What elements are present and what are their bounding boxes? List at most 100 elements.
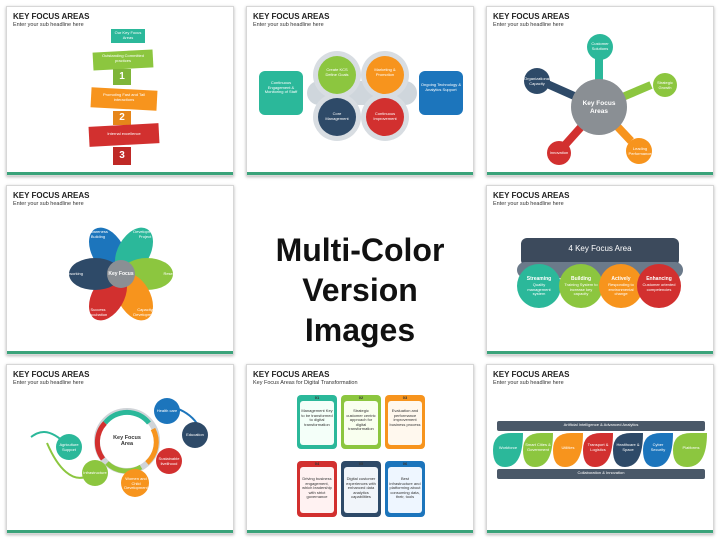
slide-title: KEY FOCUS AREAS — [13, 370, 90, 379]
cycle-diagram — [30, 398, 208, 497]
slide-thumbnail-1[interactable]: KEY FOCUS AREAS Enter your sub headline … — [6, 6, 234, 176]
card-text-5: Digital customer experiences with enhanc… — [346, 476, 376, 500]
quad-label-3: Core Management — [325, 111, 349, 121]
card-text-4: Driving business engagement, which leade… — [302, 476, 332, 500]
card-num-6: 06 — [402, 461, 408, 466]
right-box-label: Ongoing Technology & Analytics Support — [420, 82, 462, 92]
slide-subtitle: Enter your sub headline here — [253, 22, 324, 28]
petal-label-2: Development Project — [133, 229, 157, 239]
center-circle — [107, 260, 135, 288]
leaf-2 — [523, 433, 553, 467]
top-bar-label: Artificial Intelligence & Advanced Analy… — [563, 422, 639, 427]
node-3 — [156, 448, 182, 474]
slide-thumbnail-6[interactable]: KEY FOCUS AREAS Enter your sub headline … — [486, 185, 714, 355]
focus-desc-3: Responding to environmental change — [608, 282, 634, 297]
center-label: Key Focus Area — [113, 435, 141, 447]
slide-subtitle: Enter your sub headline here — [493, 201, 564, 207]
quad-circle-3 — [318, 98, 356, 136]
quad-circle-4 — [366, 98, 404, 136]
card-text-1: Management Key to be transformed to digi… — [301, 408, 333, 427]
leaf-label-7: Platforms — [682, 445, 700, 450]
step-label-3: Internal excellence — [107, 131, 141, 136]
number-3: 3 — [119, 150, 125, 161]
card-text-2: Strategic customer centric approach for … — [346, 408, 376, 432]
node-3 — [626, 138, 652, 164]
top-bar — [497, 421, 705, 431]
node-5 — [524, 68, 550, 94]
slide-subtitle: Key Focus Areas for Digital Transformati… — [253, 380, 358, 386]
card-text-3: Evaluation and performance improvement b… — [389, 408, 421, 427]
right-box — [419, 71, 463, 115]
leaf-3 — [553, 433, 583, 467]
petal-label-6: Networking — [62, 271, 83, 276]
node-6 — [56, 434, 82, 460]
center-circle — [571, 79, 627, 135]
quad-label-4: Continuous Improvement — [373, 111, 397, 121]
leaf-4 — [583, 433, 613, 467]
leaf-label-4: Transport & Logistics — [587, 442, 609, 452]
slide-thumbnail-4[interactable]: KEY FOCUS AREAS Enter your sub headline … — [6, 185, 234, 355]
slide-thumbnail-7[interactable]: KEY FOCUS AREAS Enter your sub headline … — [6, 364, 234, 534]
petal-label-3: Research — [163, 271, 181, 276]
four-focus-diagram — [517, 238, 683, 308]
slide-thumbnail-9[interactable]: KEY FOCUS AREAS Enter your sub headline … — [486, 364, 714, 534]
step-box-3 — [88, 123, 160, 147]
hub-arrows-diagram — [524, 34, 677, 165]
number-box-2 — [113, 111, 131, 125]
focus-desc-2: Training System to increase key capacity — [564, 282, 598, 297]
petal-label-5: Success Incubation — [88, 307, 108, 317]
leaf-label-3: Utilities — [561, 445, 575, 450]
petal-label-4: Capacity Development — [133, 307, 157, 317]
focus-desc-1: Quality management system — [527, 282, 551, 297]
step-label-2: Promoting Fast and Tail interactions — [103, 92, 145, 102]
focus-title-3: Actively — [611, 276, 631, 282]
center-label: Key Focus Areas — [582, 100, 616, 115]
leaf-label-6: Cyber Security — [650, 442, 666, 452]
node-label-2: Strategic Growth — [657, 80, 673, 90]
card-grid-diagram — [297, 395, 425, 517]
bottom-bar-label: Collaboration & Innovation — [577, 470, 625, 475]
leaf-label-2: Smart Cities & Government — [525, 442, 551, 452]
slide-thumbnail-8[interactable]: KEY FOCUS AREAS Key Focus Areas for Digi… — [246, 364, 474, 534]
quad-circle-2 — [366, 56, 404, 94]
slide-subtitle: Enter your sub headline here — [13, 380, 84, 386]
node-label-3: Leading Performance — [628, 146, 652, 156]
slide-subtitle: Enter your sub headline here — [13, 22, 84, 28]
focus-circle-4 — [637, 264, 681, 308]
slide-subtitle: Enter your sub headline here — [493, 380, 564, 386]
number-box-1 — [113, 69, 131, 85]
header-bar — [521, 238, 679, 266]
focus-circle-1 — [517, 264, 561, 308]
leaf-row-diagram — [493, 421, 707, 479]
card-text-6: Best infrastructure and platforming abou… — [389, 476, 421, 500]
node-1 — [587, 34, 613, 60]
leaf-7 — [673, 433, 707, 467]
node-label-4: Women and Child Development — [124, 476, 148, 491]
bottom-bar — [497, 469, 705, 479]
staircase-diagram — [88, 29, 160, 165]
slide-thumbnail-2[interactable]: KEY FOCUS AREAS Enter your sub headline … — [246, 6, 474, 176]
slide-title: KEY FOCUS AREAS — [253, 370, 330, 379]
petal-label-1: Awareness Building — [88, 229, 108, 239]
slide-title: KEY FOCUS AREAS — [13, 12, 90, 21]
slide-title: KEY FOCUS AREAS — [493, 12, 570, 21]
quad-circle-1 — [318, 56, 356, 94]
quad-label-2: Marketing & Promotion — [374, 67, 396, 77]
step-label-1: Outstanding Committed practices — [101, 53, 145, 63]
leaf-label-1: Workforce — [498, 445, 518, 450]
leaf-6 — [643, 433, 673, 467]
slide-thumbnail-3[interactable]: KEY FOCUS AREAS Enter your sub headline … — [486, 6, 714, 176]
focus-desc-4: Customer oriented competencies — [642, 282, 676, 292]
node-5 — [82, 460, 108, 486]
leaf-1 — [493, 433, 523, 467]
slide-title: KEY FOCUS AREAS — [493, 191, 570, 200]
leaf-5 — [613, 433, 643, 467]
node-4 — [121, 469, 149, 497]
node-4 — [547, 141, 571, 165]
node-label-3: Sustainable livelihood — [158, 456, 180, 466]
node-label-4: Innovation — [549, 150, 569, 155]
node-label-2: Education — [186, 432, 204, 437]
card-num-3: 03 — [402, 395, 408, 400]
quad-diagram — [259, 51, 463, 141]
number-box-3 — [113, 147, 131, 165]
